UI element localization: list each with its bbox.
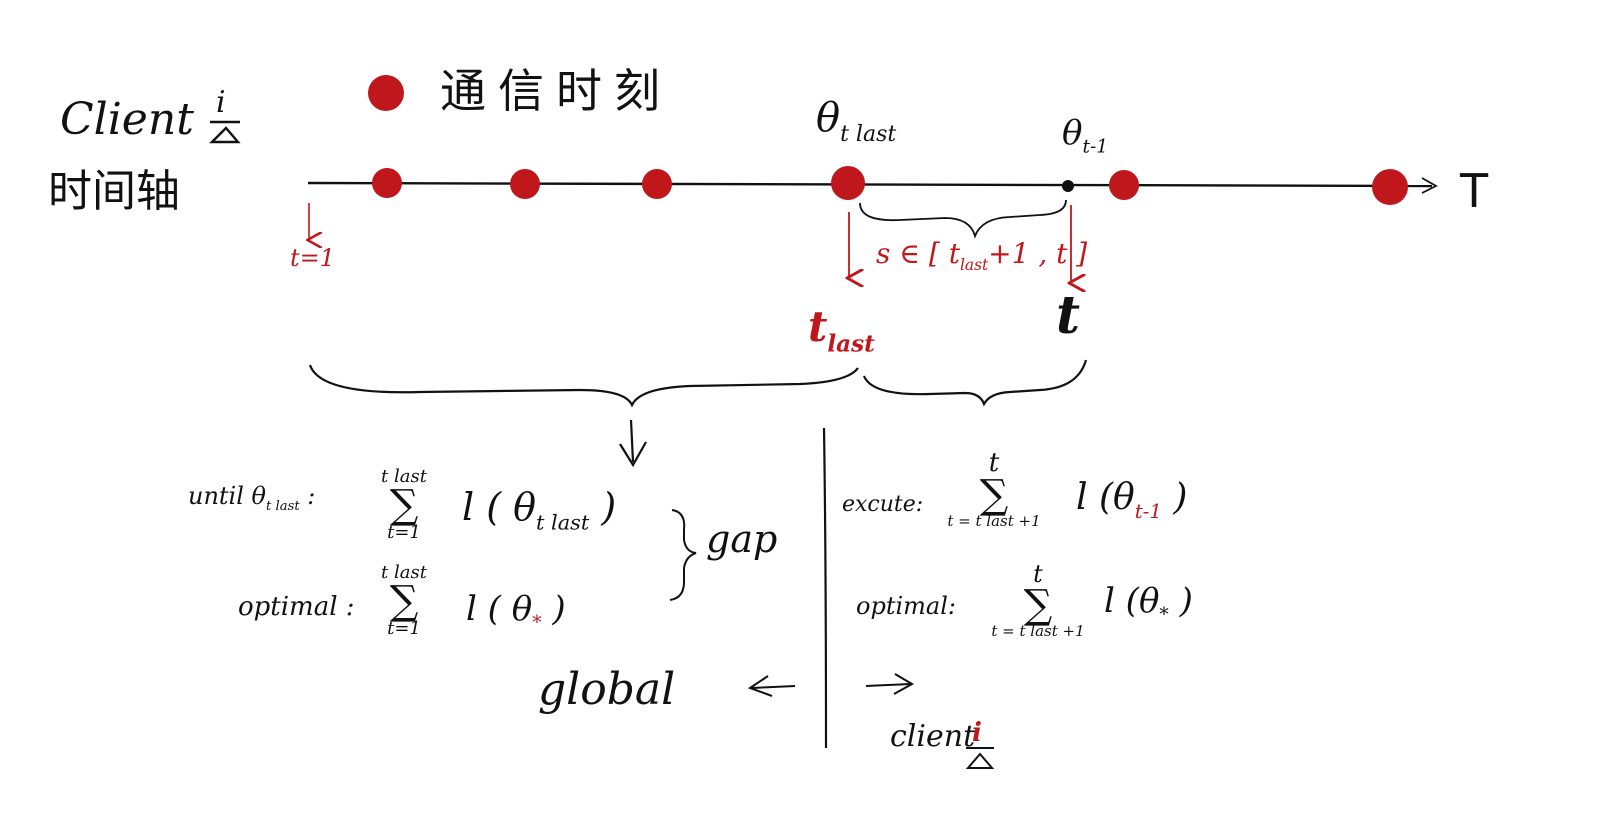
brace-right <box>862 359 1088 407</box>
panel-divider <box>822 427 828 749</box>
sum2-bot: t=1 <box>387 618 421 639</box>
sum3: t ∑ t = t last +1 <box>944 450 1044 529</box>
client-label: Client <box>60 94 194 145</box>
legend-dot <box>368 75 404 111</box>
comm-dot-2 <box>510 169 540 199</box>
sum1-expr-sub: t last <box>536 510 590 535</box>
time-axis-line <box>307 181 1433 188</box>
comm-dot-1 <box>372 168 402 198</box>
client-index: i <box>216 85 226 120</box>
excute-label: excute: <box>842 492 924 517</box>
sum2-sigma-icon: ∑ <box>389 578 419 624</box>
sum1-expr: l ( θt last ) <box>462 485 617 535</box>
sum3-expr-sub: t-1 <box>1134 499 1162 523</box>
sum4-expr-sub: * <box>1159 604 1169 626</box>
comm-dot-4 <box>831 166 865 200</box>
optimal-label-left: optimal : <box>238 592 355 622</box>
sum4-bot: t = t last +1 <box>991 622 1085 640</box>
timeline-label: 时间轴 <box>48 166 180 217</box>
s-range-brace <box>859 199 1067 239</box>
down-arrow-shaft <box>629 419 635 463</box>
s-range-sub: last <box>959 255 989 274</box>
theta-t1-label: θt-1 <box>1062 113 1109 158</box>
sum3-sigma-icon: ∑ <box>979 472 1009 518</box>
time-axis-arrow-icon <box>1421 177 1438 194</box>
sum2-expr: l ( θ* ) <box>466 589 566 634</box>
t-now-label: t <box>1056 285 1081 346</box>
comm-dot-6 <box>1372 169 1408 205</box>
global-label: global <box>538 664 676 715</box>
sum4-top: t <box>1033 560 1043 588</box>
client-index-triangle-icon <box>209 126 241 144</box>
client-bottom-index: i <box>972 718 982 748</box>
start-label: t=1 <box>290 244 336 272</box>
sum3-top: t <box>988 448 1000 478</box>
sum3-bot: t = t last +1 <box>947 512 1041 530</box>
arrow-to-client <box>865 673 915 695</box>
comm-dot-5 <box>1109 170 1139 200</box>
until-label: until θt last : <box>188 482 316 514</box>
theta-last-sub: t last <box>840 121 897 147</box>
until-sub: t last <box>266 498 300 514</box>
optimal-label-right: optimal: <box>856 592 956 620</box>
gap-brace <box>669 509 697 601</box>
t-last-label: tlast <box>808 302 875 358</box>
arrow-to-global <box>747 675 796 697</box>
sum1-sigma-icon: ∑ <box>389 482 419 528</box>
theta-t1-sub: t-1 <box>1082 136 1109 158</box>
sum3-expr: l (θt-1 ) <box>1076 477 1188 523</box>
sum1-bot: t=1 <box>387 522 421 543</box>
sum2-top: t last <box>381 562 427 583</box>
theta-t1-point <box>1062 180 1074 192</box>
bottom-client-index-triangle-icon <box>965 752 995 769</box>
sum4-sigma-icon: ∑ <box>1023 582 1053 628</box>
theta-last-label: θt last <box>816 95 897 147</box>
s-range-label: s ∈ [ tlast+1 , t ] <box>876 237 1088 274</box>
gap-label: gap <box>706 517 778 561</box>
legend-label: 通信时刻 <box>440 64 672 118</box>
sum4-expr: l (θ* ) <box>1104 581 1193 626</box>
sum4: t ∑ t = t last +1 <box>990 562 1086 639</box>
down-arrow-head-icon <box>619 441 647 468</box>
axis-label: T <box>1460 164 1489 218</box>
sum2-expr-sub: * <box>532 612 542 634</box>
sum1-top: t last <box>381 466 427 487</box>
comm-dot-3 <box>642 169 672 199</box>
brace-left <box>308 364 859 408</box>
sum1: t last ∑ t=1 <box>376 468 432 542</box>
client-bottom-label: client <box>890 719 976 754</box>
sum2: t last ∑ t=1 <box>376 564 432 638</box>
t-last-sub: last <box>827 330 875 358</box>
